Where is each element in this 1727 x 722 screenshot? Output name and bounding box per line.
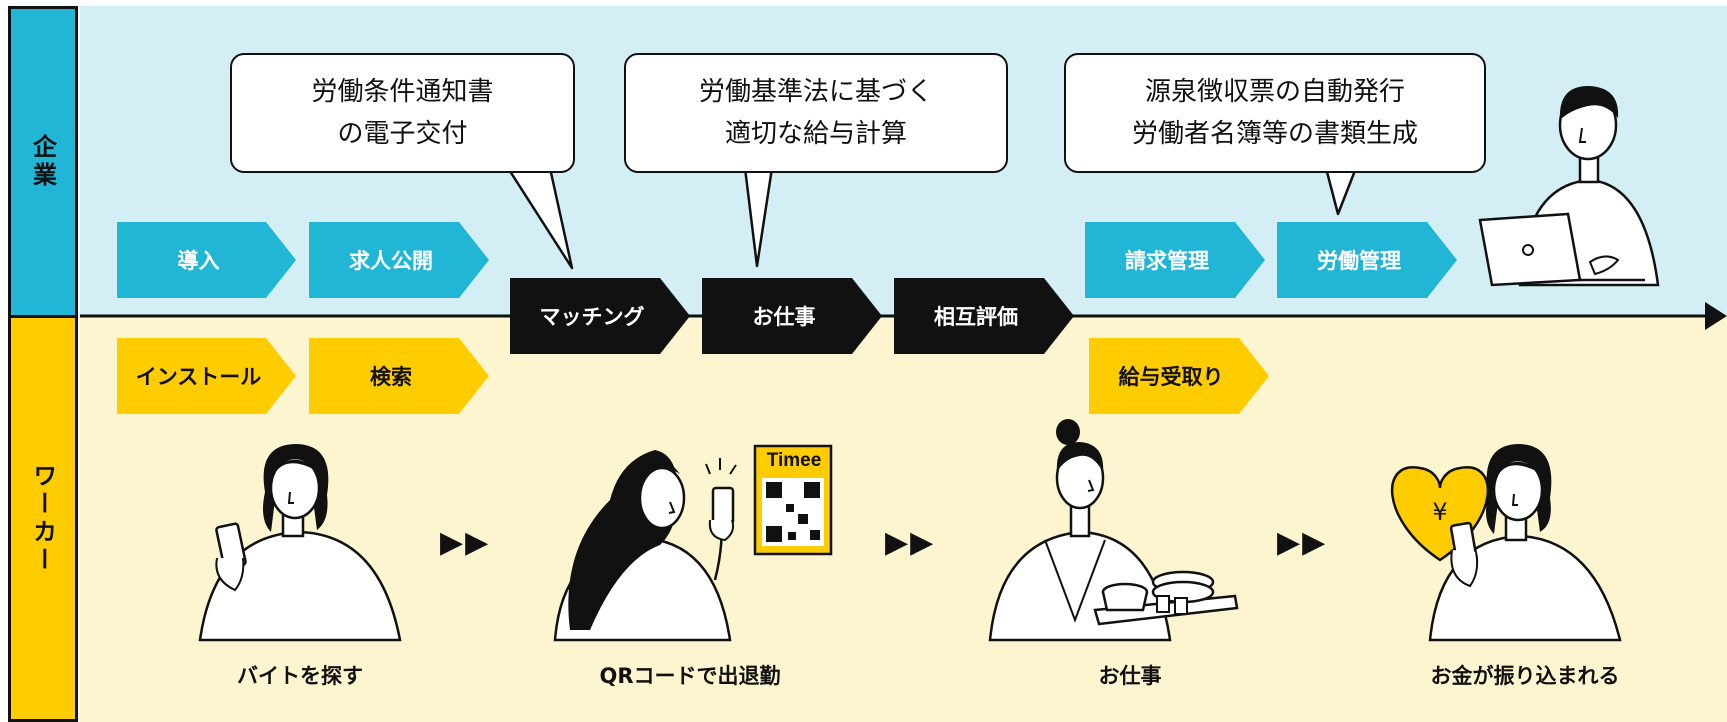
bubble-document-generation: 源泉徴収票の自動発行 労働者名簿等の書類生成	[1064, 53, 1486, 173]
flow-arrows-2: ▶▶	[885, 525, 936, 560]
flow-arrows-1: ▶▶	[440, 525, 491, 560]
company-lane-label: 企業	[8, 6, 78, 318]
bubble-labor-conditions: 労働条件通知書 の電子交付	[230, 53, 575, 173]
bubble-labor-conditions-line1: 労働条件通知書	[311, 77, 494, 107]
bubble-salary-calculation: 労働基準法に基づく 適切な給与計算	[624, 53, 1008, 173]
timeline-axis	[80, 302, 1727, 330]
worker-receives-money-illustration	[1390, 444, 1622, 642]
worker-working-illustration	[988, 419, 1239, 642]
worker-lane-label: ワーカー	[8, 315, 78, 722]
step-billing-management: 請求管理	[1085, 222, 1265, 298]
bubble-document-generation-line2: 労働者名簿等の書類生成	[1131, 119, 1418, 149]
caption-work: お仕事	[1098, 664, 1162, 688]
step-job-posting: 求人公開	[309, 222, 489, 298]
step-introduction: 導入	[117, 222, 296, 298]
caption-qr-checkin: QRコードで出退勤	[599, 664, 781, 688]
worker-searching-illustration	[198, 444, 402, 642]
step-matching: マッチング	[510, 278, 690, 354]
step-search: 検索	[309, 338, 489, 414]
step-receive-salary: 給与受取り	[1089, 338, 1269, 414]
worker-qr-checkin-illustration	[553, 444, 833, 642]
bubble-salary-calculation-line1: 労働基準法に基づく	[698, 77, 933, 107]
flow-arrows-3: ▶▶	[1277, 525, 1328, 560]
step-labor-management: 労働管理	[1277, 222, 1457, 298]
bubble-document-generation-line1: 源泉徴収票の自動発行	[1144, 77, 1405, 107]
worker-lane-label-text: ワーカー	[28, 462, 57, 575]
company-person-laptop-illustration	[1478, 85, 1660, 287]
caption-money-transferred: お金が振り込まれる	[1430, 664, 1620, 688]
bubble-salary-calculation-line2: 適切な給与計算	[724, 119, 907, 149]
step-mutual-review: 相互評価	[894, 278, 1074, 354]
caption-find-job: バイトを探す	[237, 664, 363, 688]
step-work: お仕事	[702, 278, 882, 354]
step-install: インストール	[117, 338, 296, 414]
bubble-labor-conditions-line2: の電子交付	[337, 119, 468, 149]
yen-symbol: ¥	[1432, 498, 1448, 526]
timee-logo: Timee	[766, 450, 822, 471]
company-lane-label-text: 企業	[28, 134, 57, 190]
